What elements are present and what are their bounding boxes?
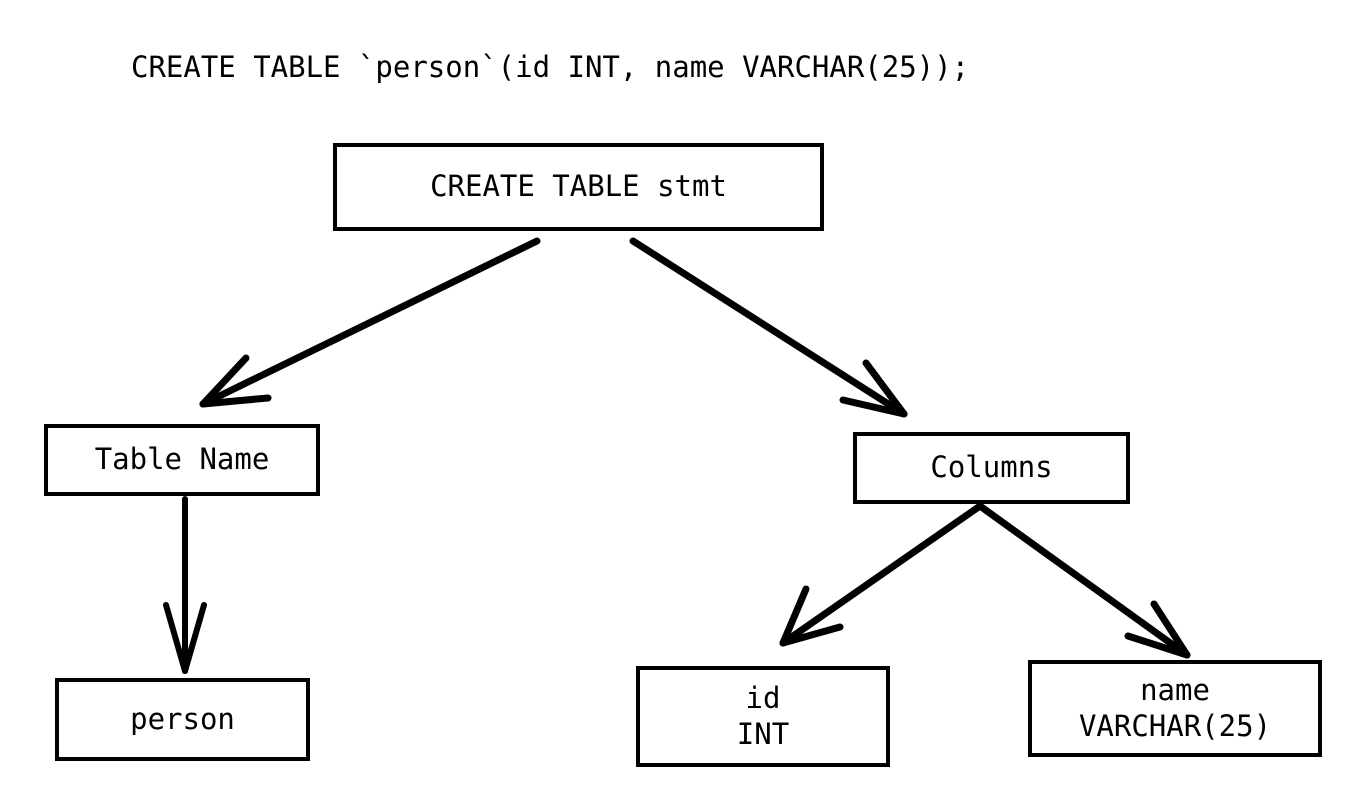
edge-table-name-to-person [163,496,207,674]
node-columns[interactable]: Columns [853,432,1130,504]
edge-columns-to-column-name [976,502,1191,659]
node-column-id-type: INT [736,716,790,751]
edge-root-to-table-name [199,237,541,408]
edge-columns-to-column-id [779,502,984,647]
node-columns-label: Columns [930,450,1053,485]
sql-statement-caption: CREATE TABLE `person`(id INT, name VARCH… [131,50,970,84]
node-create-table-stmt-label: CREATE TABLE stmt [430,169,727,204]
node-table-name-label: Table Name [94,442,270,477]
node-column-name-name: name [1140,673,1210,708]
node-person-label: person [130,701,235,736]
node-person[interactable]: person [55,678,310,761]
node-column-name-type: VARCHAR(25) [1078,708,1272,743]
node-column-id[interactable]: id INT [636,666,890,767]
edge-root-to-columns [629,237,908,418]
node-column-id-name: id [745,681,781,716]
node-create-table-stmt[interactable]: CREATE TABLE stmt [333,143,824,231]
node-table-name[interactable]: Table Name [44,424,320,496]
node-column-name[interactable]: name VARCHAR(25) [1028,660,1322,757]
